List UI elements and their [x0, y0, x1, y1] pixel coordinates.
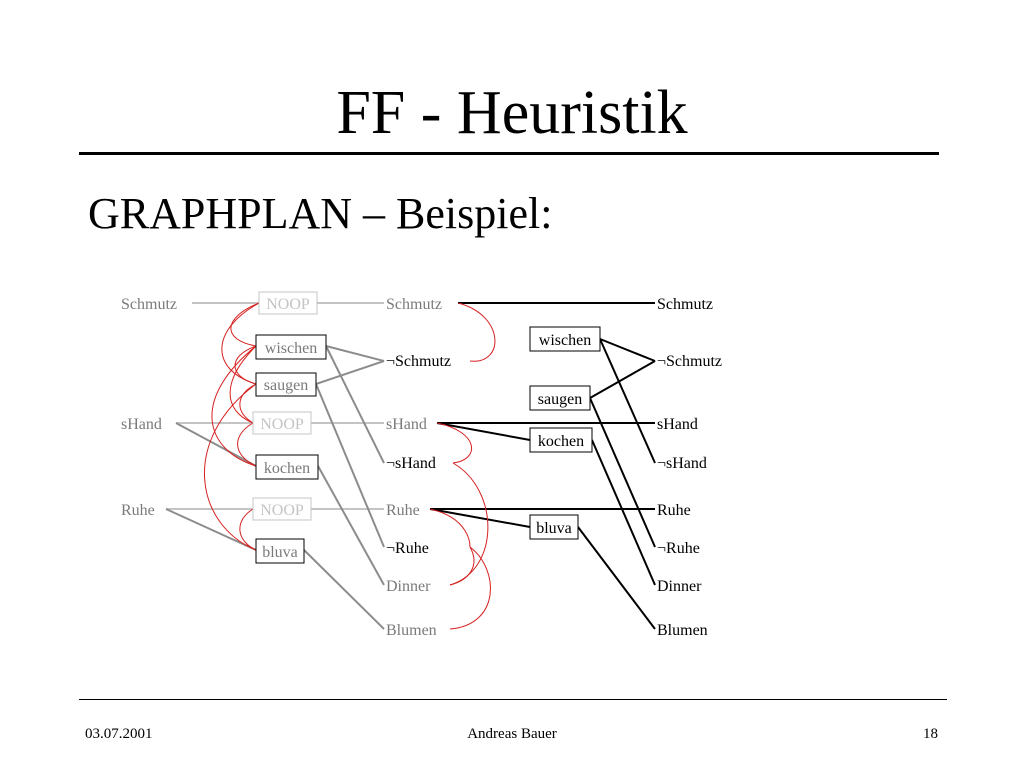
action-box [529, 427, 593, 453]
action-box [255, 454, 319, 480]
fact-l2-not-ruhe: ¬Ruhe [657, 540, 700, 557]
edge-saugen-nschmutz [315, 360, 385, 385]
fact-l2-shand: sHand [657, 416, 698, 433]
mutex-arc [429, 508, 471, 548]
mutex-arc [457, 302, 496, 362]
fact-l1-ruhe: Ruhe [386, 502, 420, 519]
edge-kochen-dinner [317, 465, 385, 586]
edge2-kochen-dinner [591, 439, 656, 586]
page-number: 18 [923, 726, 938, 742]
action-l2-bluva: bluva [536, 520, 572, 537]
fact-l2-ruhe: Ruhe [657, 502, 691, 519]
mutex-arc [234, 345, 257, 385]
footer-divider [79, 699, 947, 700]
action-l1-saugen: saugen [264, 377, 308, 394]
action-box [529, 326, 601, 352]
level2-edges [429, 302, 656, 630]
edge2-bluva-blumen [577, 526, 656, 630]
edge-shand-kochen [175, 422, 257, 467]
action-box [529, 514, 579, 540]
mutex-arc [449, 546, 491, 630]
edge2-ruhe-bluva [429, 508, 531, 528]
action-l1-wischen: wischen [265, 340, 317, 357]
slide-subtitle: GRAPHPLAN – Beispiel: [88, 189, 553, 238]
edge-wischen-nschmutz [325, 345, 385, 362]
fact-l1-blumen: Blumen [386, 622, 437, 639]
action-box [258, 291, 318, 315]
level1-actions: NOOP wischen saugen NOOP kochen NOOP blu… [252, 291, 327, 564]
action-l2-wischen: wischen [539, 332, 591, 349]
fact-l2-not-schmutz: ¬Schmutz [657, 353, 722, 370]
fact-l2-blumen: Blumen [657, 622, 708, 639]
fact-l2-schmutz: Schmutz [657, 296, 713, 313]
footer-date: 03.07.2001 [85, 726, 153, 742]
edge2-wischen-nshand [599, 338, 656, 464]
mutex-arc [449, 462, 489, 586]
action-box [255, 538, 305, 564]
mutex-arc [230, 302, 260, 347]
action-l1-noop-2: NOOP [260, 416, 304, 433]
footer-author: Andreas Bauer [467, 726, 557, 742]
mutex-arcs [204, 302, 496, 630]
action-l1-noop-3: NOOP [260, 502, 304, 519]
fact-l1-dinner: Dinner [386, 578, 431, 595]
mutex-arc [237, 422, 257, 467]
level1-edges [165, 302, 385, 630]
fact-l2-not-shand: ¬sHand [657, 455, 707, 472]
action-box [255, 372, 317, 397]
edge-saugen-nruhe [315, 383, 385, 548]
fact-l1-not-ruhe: ¬Ruhe [386, 540, 429, 557]
action-l2-saugen: saugen [538, 391, 582, 408]
title-divider [79, 152, 939, 155]
action-l1-bluva: bluva [262, 544, 298, 561]
fact-l1-not-shand: ¬sHand [386, 455, 436, 472]
level2-actions: wischen saugen kochen bluva [529, 326, 601, 540]
level0-facts: Schmutz sHand Ruhe [121, 296, 177, 519]
fact-l0-schmutz: Schmutz [121, 296, 177, 313]
edge-ruhe-bluva [165, 508, 257, 551]
edge2-shand-kochen [436, 422, 531, 441]
action-l1-noop: NOOP [266, 296, 310, 313]
edge2-saugen-nruhe [589, 397, 656, 548]
fact-l0-ruhe: Ruhe [121, 502, 155, 519]
action-l1-kochen: kochen [264, 460, 310, 477]
fact-l1-not-schmutz: ¬Schmutz [386, 353, 451, 370]
level2-facts: Schmutz ¬Schmutz sHand ¬sHand Ruhe ¬Ruhe… [657, 296, 722, 639]
mutex-arc [239, 508, 257, 551]
mutex-arc [221, 302, 260, 385]
edge2-saugen-nschmutz [589, 360, 656, 399]
action-box [252, 411, 312, 435]
fact-l2-dinner: Dinner [657, 578, 702, 595]
action-box [252, 497, 312, 521]
mutex-arc [211, 345, 257, 467]
fact-l0-shand: sHand [121, 416, 162, 433]
mutex-arc [204, 383, 257, 551]
fact-l1-shand: sHand [386, 416, 427, 433]
level1-facts: Schmutz ¬Schmutz sHand ¬sHand Ruhe ¬Ruhe… [386, 296, 451, 639]
action-box [255, 334, 327, 360]
edge2-wischen-nschmutz [599, 338, 656, 362]
edge-wischen-nshand [325, 345, 385, 464]
mutex-arc [229, 345, 257, 424]
action-box [529, 385, 591, 411]
slide-title: FF - Heuristik [336, 79, 688, 147]
mutex-arc [449, 546, 475, 586]
graphplan-diagram: Schmutz sHand Ruhe NOOP wischen saugen N… [121, 291, 722, 639]
edge-bluva-blumen [303, 549, 385, 630]
fact-l1-schmutz: Schmutz [386, 296, 442, 313]
action-l2-kochen: kochen [538, 433, 584, 450]
mutex-arc [436, 422, 472, 464]
